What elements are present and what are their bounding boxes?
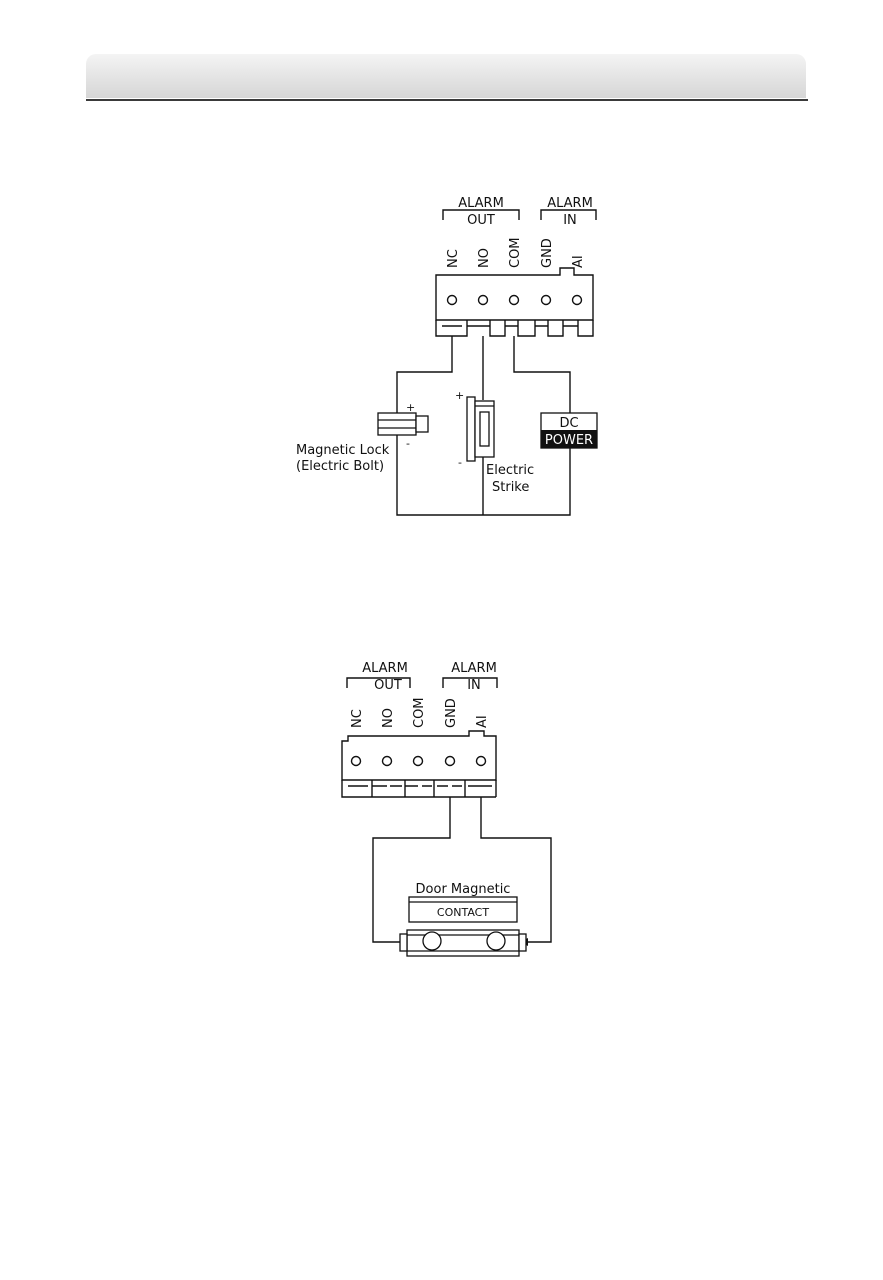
terminal-slots-2	[342, 780, 496, 797]
terminal-label-no-2: NO	[381, 708, 396, 728]
terminal-label-nc-2: NC	[350, 709, 365, 728]
terminal-gnd-2	[446, 757, 455, 766]
door-magnetic-label: Door Magnetic	[416, 882, 511, 897]
terminal-no-2	[383, 757, 392, 766]
terminal-label-com-2: COM	[412, 697, 427, 728]
alarm-out-sub-2: OUT	[374, 678, 402, 693]
terminal-label-ai-2: AI	[475, 715, 490, 728]
terminal-com-2	[414, 757, 423, 766]
terminal-label-gnd-2: GND	[444, 698, 459, 728]
terminal-ai-2	[477, 757, 486, 766]
terminal-block-2	[342, 731, 496, 780]
alarm-in-sub-2: IN	[467, 678, 481, 693]
alarm-out-label-2: ALARM	[362, 661, 408, 676]
alarm-in-label-2: ALARM	[451, 661, 497, 676]
contact-label: CONTACT	[437, 906, 489, 919]
terminal-nc-2	[352, 757, 361, 766]
